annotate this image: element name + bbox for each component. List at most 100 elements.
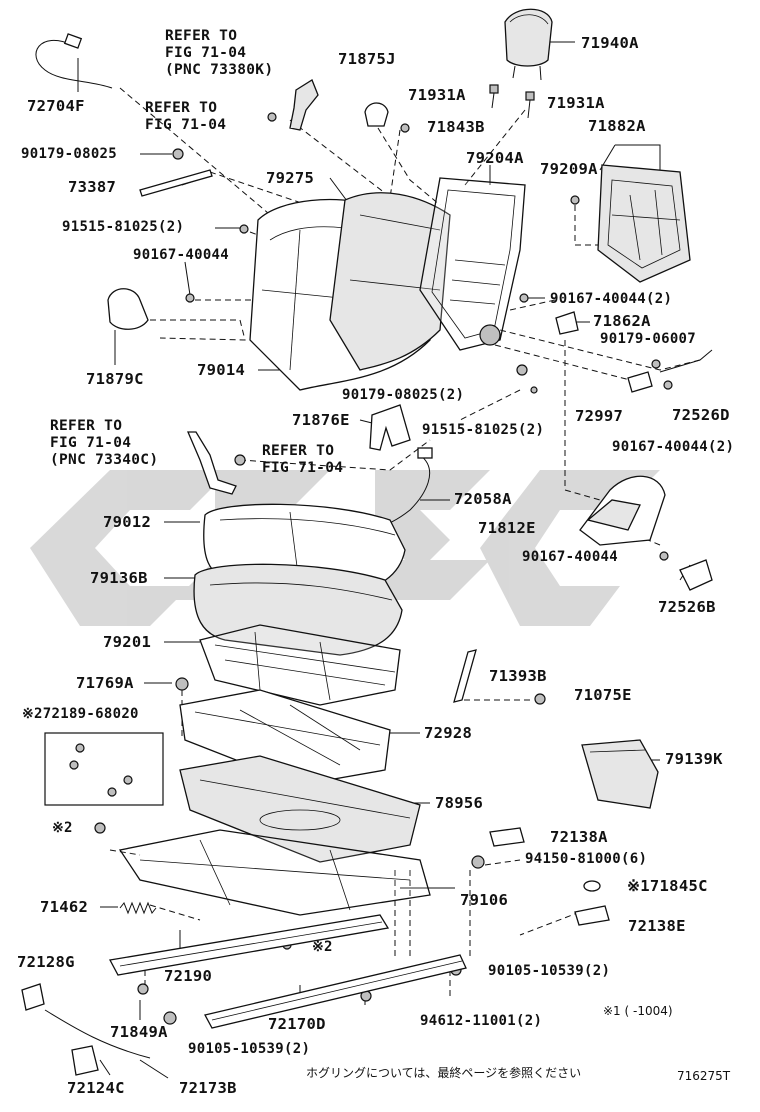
note-marker: ※2 — [22, 706, 43, 722]
part-label: 90179-06007 — [600, 331, 697, 347]
part-label: 90167-40044 — [133, 247, 230, 263]
part-number: 72189-68020 — [42, 706, 139, 722]
part-78956 — [179, 755, 421, 863]
reference-note: REFER TO FIG 71-04 (PNC 73380K) — [165, 28, 273, 79]
diagram-code: 716275T — [677, 1069, 731, 1083]
part-72138A — [489, 827, 610, 926]
reference-note: REFER TO FIG 71-04 — [145, 100, 226, 134]
part-79139K — [581, 739, 659, 809]
part-79204A — [419, 177, 526, 351]
part-label: 71812E — [478, 519, 536, 537]
seatbelt-buckle — [289, 79, 319, 131]
part-label: 71931A — [408, 86, 466, 104]
part-72170D — [204, 954, 467, 1029]
part-label: 90105-10539(2) — [488, 963, 611, 979]
part-label: 71075E — [574, 686, 632, 704]
part-label: 90179-08025 — [21, 146, 118, 162]
reference-line: (PNC 73340C) — [50, 452, 159, 469]
part-label: 79012 — [103, 513, 152, 531]
part-72704F — [35, 33, 113, 89]
part-label: 71940A — [581, 34, 639, 52]
part-label: 71882A — [588, 117, 646, 135]
reference-line: REFER TO — [50, 418, 123, 434]
part-label: 78956 — [435, 794, 484, 812]
note-marker: ※1 — [627, 877, 650, 895]
part-label: 71875J — [338, 50, 396, 68]
part-label: 94150-81000(6) — [525, 851, 648, 867]
part-label: 79136B — [90, 569, 148, 587]
part-label: 72138E — [628, 917, 686, 935]
reference-line: (PNC 73380K) — [165, 62, 274, 79]
part-label: 71862A — [593, 312, 651, 330]
part-label: 79201 — [103, 633, 152, 651]
footer-note: ホグリングについては、最終ページを参照ください — [306, 1066, 582, 1080]
part-label: 79139K — [665, 750, 723, 768]
part-label: 71393B — [489, 667, 547, 685]
part-73387 — [139, 169, 213, 197]
part-label: 72997 — [575, 407, 624, 425]
part-label: 72138A — [550, 828, 608, 846]
part-79275 — [329, 192, 451, 371]
part-label: 71849A — [110, 1023, 168, 1041]
reference-line: FIG 71-04 — [50, 435, 132, 452]
part-label: 90105-10539(2) — [188, 1041, 311, 1057]
note-marker: ※2 — [52, 820, 73, 836]
part-71812E — [579, 475, 713, 591]
part-label: 91515-81025(2) — [422, 422, 545, 438]
part-label: 72058A — [454, 490, 512, 508]
part-label: 91515-81025(2) — [62, 219, 185, 235]
part-label: 71843B — [427, 118, 485, 136]
part-label: 71879C — [86, 370, 144, 388]
part-71462 — [119, 901, 157, 915]
part-79136B — [193, 563, 403, 656]
part-label: 90167-40044(2) — [612, 439, 735, 455]
part-label: 72526D — [672, 406, 730, 424]
part-79106 — [118, 829, 431, 916]
part-label: 71769A — [76, 674, 134, 692]
reference-line: FIG 71-04 — [262, 460, 344, 477]
part-71393B — [453, 649, 477, 703]
part-72928 — [179, 689, 391, 786]
part-71876E — [369, 404, 411, 451]
part-label: 72526B — [658, 598, 716, 616]
note-marker: ※2 — [312, 939, 333, 955]
part-label: 71462 — [40, 898, 89, 916]
part-71931A — [489, 84, 535, 119]
reference-line: FIG 71-04 — [145, 117, 227, 134]
part-label: 72173B — [179, 1079, 237, 1097]
part-label: 90179-08025(2) — [342, 387, 465, 403]
part-number: 71845C — [649, 877, 708, 895]
part-71940A — [504, 8, 553, 81]
part-label: 90167-40044(2) — [550, 291, 673, 307]
seatbelt-anchor — [187, 431, 237, 495]
part-label: 94612-11001(2) — [420, 1013, 543, 1029]
part-71879C — [107, 288, 149, 330]
part-label: ※171845C — [627, 877, 708, 895]
kit-72189 — [44, 732, 164, 806]
part-label: 71876E — [292, 411, 350, 429]
part-label: 79106 — [460, 891, 509, 909]
part-label: 72190 — [164, 967, 213, 985]
part-label: 72704F — [27, 97, 85, 115]
part-label: ※272189-68020 — [22, 707, 139, 721]
part-label: 72170D — [268, 1015, 326, 1033]
reference-line: FIG 71-04 — [165, 45, 247, 62]
reference-line: REFER TO — [262, 443, 335, 459]
part-79201 — [199, 624, 401, 706]
reference-note: REFER TO FIG 71-04 (PNC 73340C) — [50, 418, 158, 469]
part-label: 72128G — [17, 953, 75, 971]
part-label: 79204A — [466, 149, 524, 167]
part-72128G — [21, 983, 151, 1076]
part-label: 71931A — [547, 94, 605, 112]
part-71875J — [364, 102, 410, 133]
reference-line: REFER TO — [145, 100, 218, 116]
part-label: 72928 — [424, 724, 473, 742]
part-label: 90167-40044 — [522, 549, 619, 565]
note-1-legend: ※1 ( -1004) — [603, 1004, 673, 1018]
part-label: 79275 — [266, 169, 315, 187]
part-label: 73387 — [68, 178, 117, 196]
part-71882A — [570, 164, 691, 283]
part-71862A — [555, 311, 713, 393]
